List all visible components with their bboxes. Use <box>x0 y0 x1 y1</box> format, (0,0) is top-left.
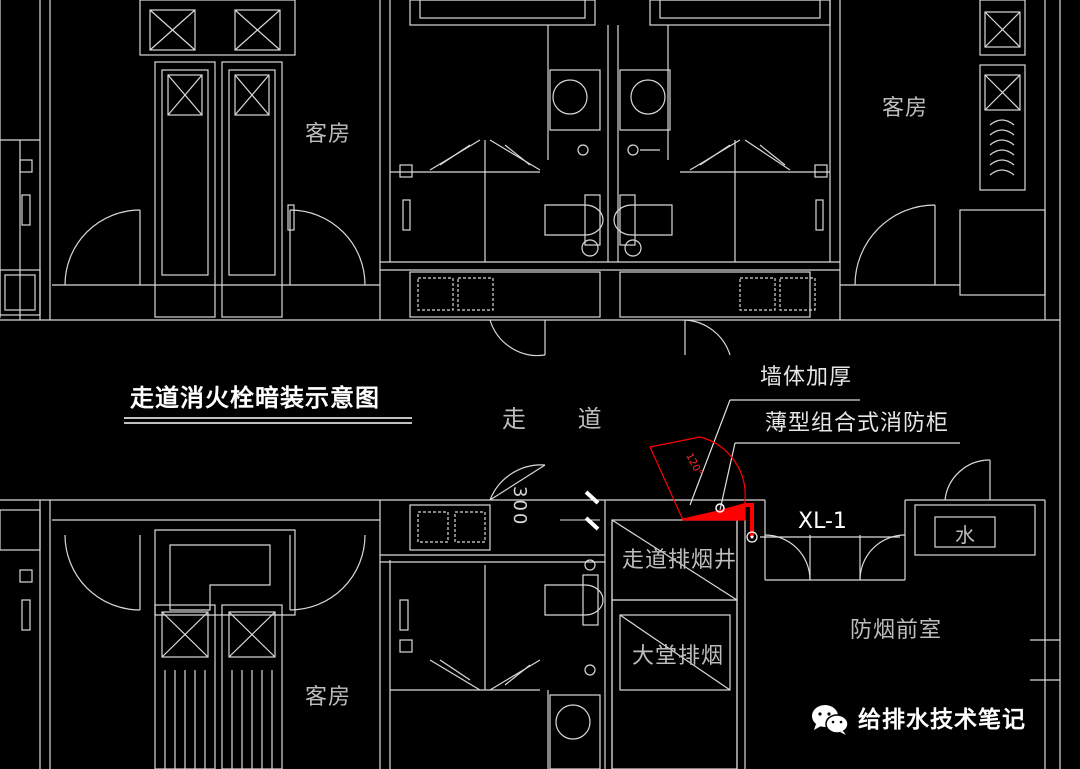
room-label-smoke-anteroom: 防烟前室 <box>850 618 943 643</box>
watermark-text: 给排水技术笔记 <box>858 706 1026 733</box>
room-label-corridor-smoke-shaft: 走道排烟井 <box>622 548 738 573</box>
title-underline <box>124 417 412 424</box>
callout-wall-thickening: 墙体加厚 <box>760 365 853 390</box>
guest-room-bottom-left <box>0 499 380 769</box>
corridor-label: 走 道 <box>502 405 624 433</box>
room-label-guest-bottom: 客房 <box>305 685 352 710</box>
guest-room-top-right <box>840 0 1061 769</box>
bathrooms-bottom-center <box>379 464 765 769</box>
anteroom-bottom-right <box>764 459 1060 769</box>
drawing-title: 走道消火栓暗装示意图 <box>130 384 380 412</box>
room-label-guest-top-right: 客房 <box>882 96 929 121</box>
fire-hydrant-cabinet <box>649 436 758 543</box>
callout-leaders <box>560 399 960 538</box>
room-label-water-shaft: 水 <box>955 523 976 547</box>
pipe-label: XL-1 <box>798 509 847 534</box>
wechat-icon <box>812 705 849 735</box>
bathrooms-top-center <box>379 0 841 357</box>
room-label-lobby-smoke: 大堂排烟 <box>632 644 725 669</box>
callout-cabinet: 薄型组合式消防柜 <box>765 411 950 436</box>
smoke-shafts <box>611 500 766 769</box>
room-label-guest-top-left: 客房 <box>305 122 352 147</box>
watermark: 给排水技术笔记 <box>810 703 1026 737</box>
dimension-label: 300 <box>509 486 530 527</box>
guest-room-top-left <box>0 0 380 321</box>
dimension-ticks <box>584 490 600 531</box>
